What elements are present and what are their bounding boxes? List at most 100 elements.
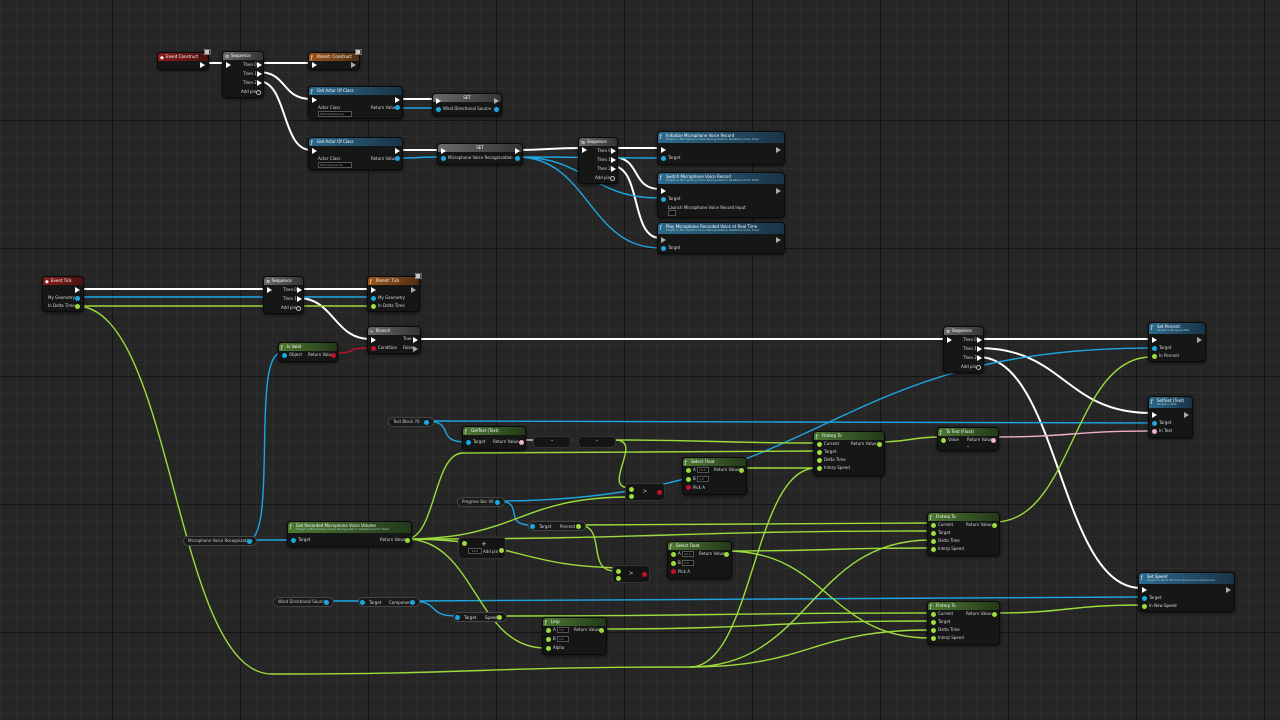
exec-out-pin[interactable] (75, 287, 80, 293)
wind-source-pin[interactable] (324, 600, 329, 605)
return-value-pin[interactable] (599, 628, 604, 633)
exec-out-pin[interactable] (776, 188, 781, 194)
return-value-pin[interactable] (992, 612, 997, 617)
greater-than-node-1[interactable]: > (625, 483, 665, 501)
pick-a-pin[interactable] (686, 485, 691, 490)
mic-voice-variable[interactable]: Microphone Voice Recognization (183, 536, 257, 546)
a-pin[interactable] (686, 468, 691, 473)
return-value-pin[interactable] (331, 353, 336, 358)
branch-node[interactable]: ⑂Branch True Condition False (367, 326, 421, 354)
alpha-pin[interactable] (546, 646, 551, 651)
exec-out-pin[interactable] (411, 287, 416, 293)
target-pin[interactable] (1152, 421, 1157, 426)
add-float-node[interactable]: 25.0 Add pin + (458, 537, 506, 559)
exec-out-pin[interactable] (351, 62, 356, 68)
delta-pin[interactable] (75, 304, 80, 309)
exec-in-pin[interactable] (312, 62, 317, 68)
target-pin[interactable] (1152, 346, 1157, 351)
geometry-pin[interactable] (75, 296, 80, 301)
exec-out-pin[interactable] (1226, 587, 1231, 593)
float-conversion[interactable]: • (578, 436, 616, 448)
b-pin[interactable] (629, 494, 634, 499)
exec-out-pin[interactable] (1184, 412, 1189, 418)
true-pin[interactable] (413, 337, 418, 343)
return-value-pin[interactable] (724, 552, 729, 557)
return-value-pin[interactable] (739, 468, 744, 473)
event-construct-node[interactable]: ◆Event Construct ▣ (157, 47, 211, 70)
exec-in-pin[interactable] (441, 148, 446, 154)
target-pin[interactable] (931, 531, 936, 536)
target-pin[interactable] (291, 538, 296, 543)
current-pin[interactable] (931, 523, 936, 528)
exec-out-pin[interactable] (776, 147, 781, 153)
event-tick-node[interactable]: ◆Event Tick My Geometry In Delta Time (42, 276, 84, 312)
set-node-1[interactable]: SET Wind Directional Source (432, 93, 502, 116)
a-pin[interactable] (671, 552, 676, 557)
current-pin[interactable] (817, 442, 822, 447)
interp-speed-pin[interactable] (931, 547, 936, 552)
exec-in-pin[interactable] (267, 287, 272, 293)
target-pin[interactable] (1142, 596, 1147, 601)
sequence-node-2[interactable]: ≡Sequence Then 0 Then 1 Then 2 Add pin (578, 137, 618, 184)
result-pin[interactable] (657, 490, 662, 495)
then1-pin[interactable] (977, 346, 982, 352)
add-pin-label[interactable]: Add pin (595, 175, 611, 180)
return-value-pin[interactable] (395, 156, 400, 161)
b-value-field[interactable]: 1.0 (697, 476, 709, 482)
interp-speed-pin[interactable] (931, 636, 936, 641)
b-value-field[interactable]: 0.0 (557, 636, 569, 642)
in-percent-pin[interactable] (1152, 354, 1157, 359)
exec-in-pin[interactable] (436, 98, 441, 104)
add-pin-label[interactable]: Add pin (961, 364, 977, 369)
speed-pin[interactable] (497, 615, 502, 620)
exec-out-pin[interactable] (494, 98, 499, 104)
set-input-pin[interactable] (441, 156, 446, 161)
then0-pin[interactable] (977, 337, 982, 343)
a-pin[interactable] (616, 569, 621, 574)
exec-in-pin[interactable] (312, 148, 317, 154)
add-pin-label[interactable]: Add pin (483, 549, 499, 554)
b-pin[interactable] (546, 637, 551, 642)
expand-chevron-icon[interactable]: ⌄ (966, 443, 971, 449)
then0-pin[interactable] (611, 148, 616, 154)
condition-pin[interactable] (371, 346, 376, 351)
add-pin-icon[interactable] (610, 176, 615, 181)
target-pin[interactable] (817, 450, 822, 455)
a-pin[interactable] (546, 628, 551, 633)
set-output-pin[interactable] (515, 156, 520, 161)
percent-pin[interactable] (576, 524, 581, 529)
false-pin[interactable] (413, 346, 418, 352)
return-value-pin[interactable] (405, 538, 410, 543)
then1-pin[interactable] (611, 157, 616, 163)
sequence-node-1[interactable]: ≡Sequence Then 0 Then 1 Then 2 Add pin (222, 51, 264, 98)
exec-in-pin[interactable] (661, 188, 666, 194)
delta-time-pin[interactable] (931, 628, 936, 633)
return-value-pin[interactable] (395, 105, 400, 110)
b-value-field[interactable]: 1.0 (682, 560, 694, 566)
get-component-node[interactable]: Target Component (358, 597, 420, 607)
a-value-field[interactable]: 10.0 (697, 467, 709, 473)
b-pin[interactable] (686, 477, 691, 482)
delta-time-pin[interactable] (931, 539, 936, 544)
greater-than-node-2[interactable]: > (612, 565, 650, 583)
text-block-variable[interactable]: Text Block 76 (388, 417, 434, 427)
interp-speed-pin[interactable] (817, 466, 822, 471)
add-pin-label[interactable]: Add pin (241, 89, 257, 94)
exec-in-pin[interactable] (1142, 587, 1147, 593)
pick-a-pin[interactable] (671, 569, 676, 574)
target-pin[interactable] (466, 440, 471, 445)
exec-in-pin[interactable] (661, 147, 666, 153)
return-value-pin[interactable] (991, 438, 996, 443)
wind-source-variable[interactable]: Wind Directional Source (273, 597, 334, 607)
a-pin[interactable] (629, 487, 634, 492)
